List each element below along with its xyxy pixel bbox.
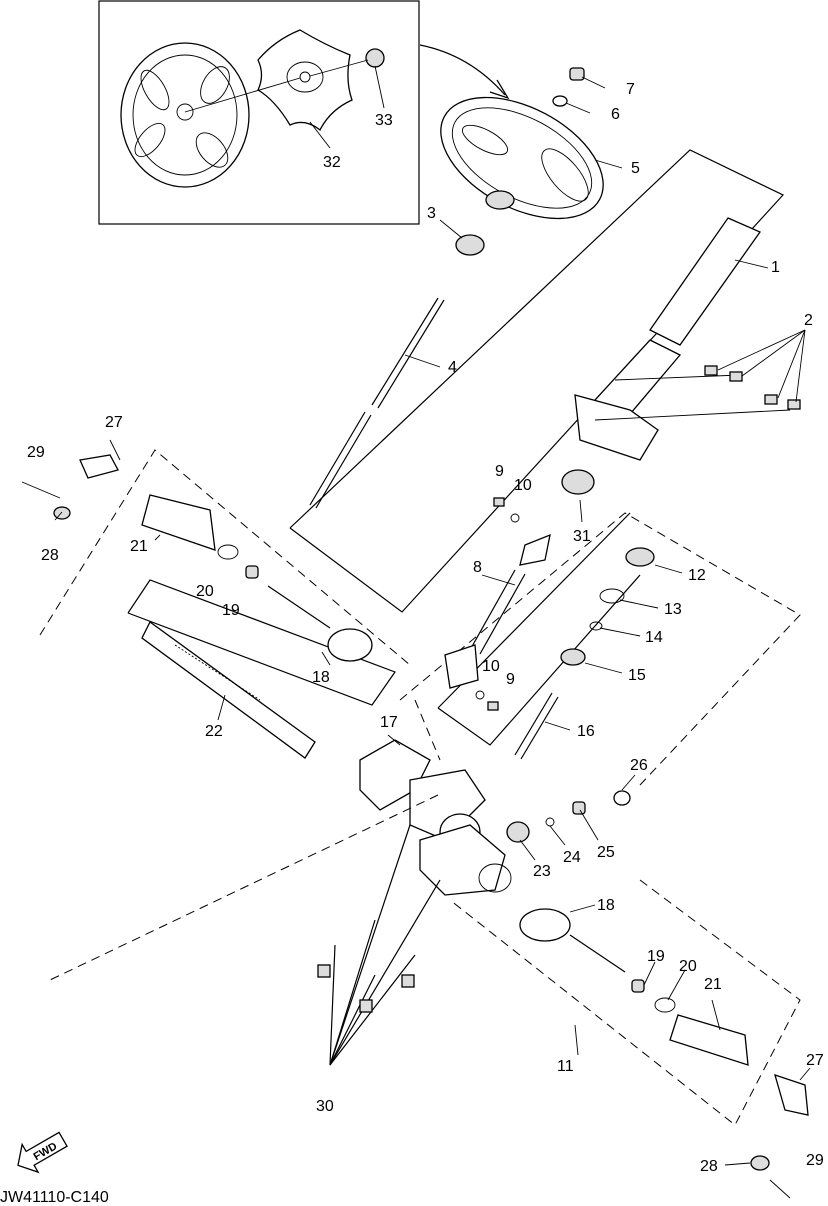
bolt-2b (729, 371, 743, 382)
bolt-9a (493, 497, 505, 507)
callout-21-right: 21 (704, 976, 722, 993)
callout-25: 25 (597, 844, 615, 861)
part-23 (506, 821, 530, 843)
seal-12 (625, 547, 655, 567)
left-tie-rod-end (21, 454, 119, 520)
fwd-label: FWD (32, 1140, 60, 1163)
column-outline (289, 149, 784, 613)
ring-13 (599, 588, 625, 604)
callout-15: 15 (628, 667, 646, 684)
callout-17: 17 (380, 714, 398, 731)
callout-1: 1 (771, 259, 780, 276)
right-ring-20 (654, 997, 676, 1013)
bushing-31 (561, 469, 595, 495)
pinion-16 (514, 692, 559, 760)
callout-2: 2 (804, 312, 813, 329)
bolts-30 (317, 824, 441, 1066)
callouts: 1 2 3 4 5 6 7 8 9 9 10 10 11 12 13 14 15… (27, 81, 824, 1175)
leader-lines (54, 65, 811, 1166)
callout-29-left: 29 (27, 444, 45, 461)
callout-10-upper: 10 (514, 477, 532, 494)
part-25 (572, 801, 586, 815)
callout-9-upper: 9 (495, 463, 504, 480)
seal-15 (560, 648, 586, 666)
left-inner-tie-rod (267, 585, 373, 662)
callout-18-left: 18 (312, 669, 330, 686)
callout-13: 13 (664, 601, 682, 618)
steering-wheel (440, 96, 604, 220)
column-tube (574, 217, 791, 461)
callout-7: 7 (626, 81, 635, 98)
ujoint-outline (399, 512, 801, 786)
callout-27-right: 27 (806, 1052, 824, 1069)
callout-31: 31 (573, 528, 591, 545)
callout-14: 14 (645, 629, 663, 646)
callout-10-lower: 10 (482, 658, 500, 675)
diagram-code: JW41110-C140 (0, 1189, 109, 1206)
callout-3: 3 (427, 205, 436, 222)
callout-24: 24 (563, 849, 581, 866)
callout-8: 8 (473, 559, 482, 576)
callout-21-left: 21 (130, 538, 148, 555)
right-tierod-outline (449, 879, 801, 1126)
callout-16: 16 (577, 723, 595, 740)
inset-detail (98, 0, 510, 225)
callout-28-right: 28 (700, 1158, 718, 1175)
callout-23: 23 (533, 863, 551, 880)
left-tierod-outline (39, 449, 411, 666)
callout-5: 5 (631, 160, 640, 177)
washer-6 (552, 95, 568, 107)
bolt-9b (487, 701, 499, 711)
part-24 (545, 817, 555, 827)
callout-12: 12 (688, 567, 706, 584)
callout-20-left: 20 (196, 583, 214, 600)
callout-22: 22 (205, 723, 223, 740)
callout-20-right: 20 (679, 958, 697, 975)
rack-22 (141, 621, 316, 759)
callout-19-left: 19 (222, 602, 240, 619)
right-boot (669, 1014, 749, 1066)
bolt-2c (764, 394, 778, 405)
callout-18-right: 18 (597, 897, 615, 914)
callout-32: 32 (323, 154, 341, 171)
universal-joint (444, 533, 551, 689)
right-tie-rod-end (750, 1073, 809, 1199)
ring-14 (589, 621, 603, 631)
callout-29-right: 29 (806, 1152, 824, 1169)
right-nut-19 (631, 979, 645, 993)
callout-26: 26 (630, 757, 648, 774)
bushing-3 (455, 234, 485, 256)
washer-10b (475, 690, 485, 700)
callout-27-left: 27 (105, 414, 123, 431)
callout-19-right: 19 (647, 948, 665, 965)
callout-33: 33 (375, 112, 393, 129)
callout-28-left: 28 (41, 547, 59, 564)
callout-6: 6 (611, 106, 620, 123)
fwd-arrow-icon: FWD (17, 1131, 68, 1174)
rack-outline (127, 579, 396, 706)
callout-30: 30 (316, 1098, 334, 1115)
bolt-2d (787, 399, 801, 410)
callout-9-lower: 9 (506, 671, 515, 688)
left-boot (141, 494, 259, 579)
callout-4: 4 (448, 359, 457, 376)
steering-shaft (309, 297, 445, 509)
washer-10a (510, 513, 520, 523)
gear-housing (359, 739, 512, 896)
right-inner-tie-rod (519, 908, 626, 973)
nut-7 (569, 67, 585, 81)
callout-11: 11 (557, 1058, 574, 1075)
part-26 (613, 790, 631, 806)
bolt-2a (704, 365, 718, 376)
